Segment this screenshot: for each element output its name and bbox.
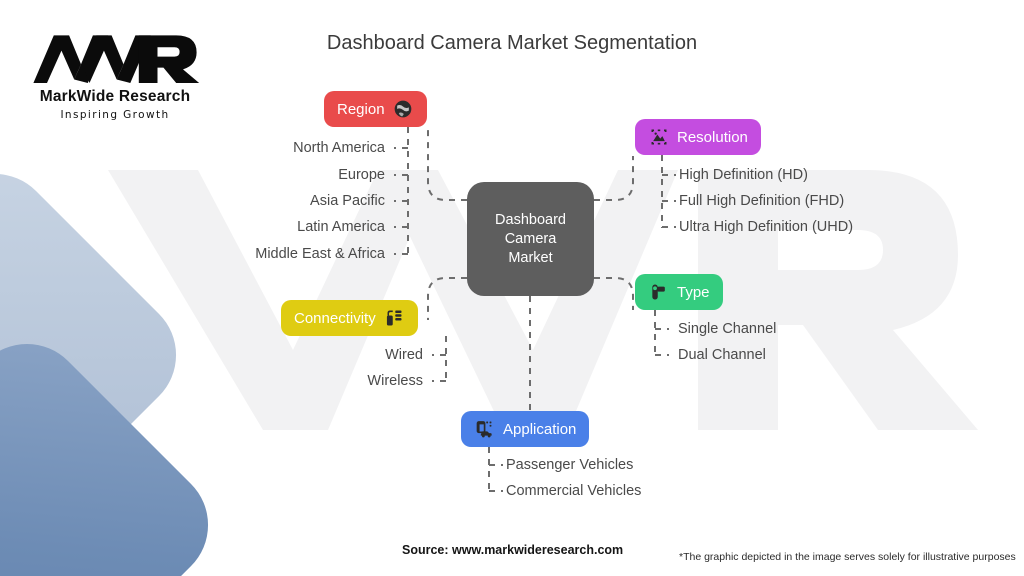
center-node-line-1: Dashboard [495,211,566,228]
leaf-type-1: Dual Channel [678,347,766,363]
branch-pill-region[interactable]: Region [324,91,427,127]
branch-label-connectivity: Connectivity [294,309,376,327]
leaf-application-1: Commercial Vehicles [506,483,642,499]
branch-pill-type[interactable]: Type [635,274,723,310]
branch-label-type: Type [677,283,710,301]
device-connect-icon [383,307,405,329]
leaf-region-3: Latin America [297,219,385,235]
globe-icon [392,98,414,120]
image-resolution-icon [648,126,670,148]
branch-label-application: Application [503,420,577,438]
leaf-region-0: North America [293,140,385,156]
center-node-line-2: Camera [504,230,557,247]
page-title: Dashboard Camera Market Segmentation [326,32,698,54]
leaf-resolution-2: Ultra High Definition (UHD) [679,219,854,235]
dashcam-icon [648,281,670,303]
leaf-region-1: Europe [338,167,385,183]
leaf-region-2: Asia Pacific [310,193,385,209]
center-node-dashboard-camera-market[interactable]: Dashboard Camera Market [467,182,594,296]
center-node-line-3: Market [508,249,553,266]
source-label: Source: www.markwideresearch.com [402,543,624,557]
logo-mark-mwr-icon [33,35,200,83]
logo-tagline: Inspiring Growth [60,109,170,121]
logo-company-name: MarkWide Research [39,88,191,105]
vehicle-screen-icon [474,418,496,440]
leaf-region-4: Middle East & Africa [255,246,385,262]
brand-logo: MarkWide Research Inspiring Growth [30,30,200,121]
branch-label-region: Region [337,100,385,118]
leaf-resolution-1: Full High Definition (FHD) [679,193,845,209]
branch-pill-resolution[interactable]: Resolution [635,119,761,155]
leaf-application-0: Passenger Vehicles [506,457,634,473]
leaf-type-0: Single Channel [678,321,777,337]
branch-pill-application[interactable]: Application [461,411,590,447]
leaf-connectivity-1: Wireless [367,373,423,389]
leaf-connectivity-0: Wired [385,347,423,363]
branch-pill-connectivity[interactable]: Connectivity [281,300,418,336]
disclaimer-note: *The graphic depicted in the image serve… [679,551,1016,563]
branch-label-resolution: Resolution [677,128,748,146]
leaf-resolution-0: High Definition (HD) [679,167,808,183]
